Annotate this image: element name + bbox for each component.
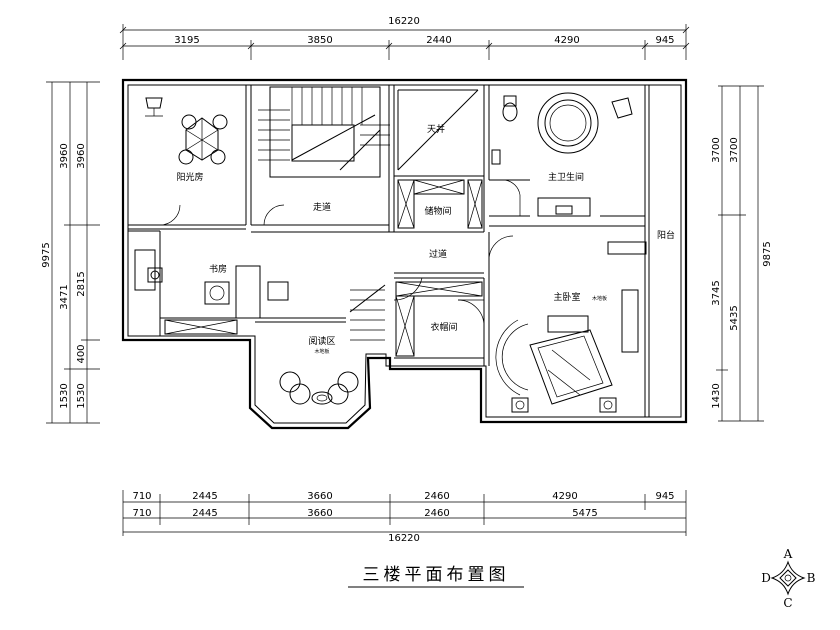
dim-bottom-r2-5: 5475 <box>572 508 597 519</box>
dim-left-outer-3: 1530 <box>59 383 70 408</box>
dim-left-outer-1: 3960 <box>59 143 70 168</box>
dim-top-seg-5: 945 <box>655 35 674 46</box>
reading-room-furniture <box>279 371 359 405</box>
dim-left-inner-4: 1530 <box>76 383 87 408</box>
dim-left-total: 9975 <box>41 242 52 267</box>
dim-bottom-r2-2: 2445 <box>192 508 217 519</box>
dim-right-inner-1: 3700 <box>711 137 722 162</box>
master-bath-fixtures <box>489 92 633 217</box>
study-furniture <box>134 249 289 335</box>
dim-left-inner-2: 2815 <box>76 271 87 296</box>
dim-bottom-r1-4: 2460 <box>424 491 449 502</box>
dim-top-seg-3: 2440 <box>426 35 451 46</box>
top-dimensions: 16220 3195 3850 2440 4290 945 <box>119 16 690 60</box>
room-label-sunroom: 阳光房 <box>176 171 203 183</box>
master-bedroom-furniture <box>488 235 647 413</box>
dim-bottom-r2-1: 710 <box>132 508 151 519</box>
dim-left-inner-3: 400 <box>76 344 87 363</box>
right-dimensions: 9875 3700 5435 3700 3745 1430 <box>711 85 773 422</box>
dim-bottom-r2-4: 2460 <box>424 508 449 519</box>
dim-top-seg-1: 3195 <box>174 35 199 46</box>
dim-right-total: 9875 <box>762 241 773 266</box>
room-label-master-bath: 主卫生间 <box>548 171 584 183</box>
walls <box>121 78 688 430</box>
room-label-master-bedroom: 主卧室 <box>553 291 580 303</box>
left-dimensions: 9975 3960 3471 1530 3960 2815 400 1530 <box>41 81 100 424</box>
dim-left-inner-1: 3960 <box>76 143 87 168</box>
doors <box>159 204 423 301</box>
storage-cabinets <box>397 179 483 229</box>
drawing-title: 三楼平面布置图 <box>363 565 510 585</box>
dim-bottom-r1-6: 945 <box>655 491 674 502</box>
dim-bottom-total: 16220 <box>388 533 420 544</box>
dim-right-outer-1: 3700 <box>729 137 740 162</box>
dim-bottom-r1-2: 2445 <box>192 491 217 502</box>
room-label-study: 书房 <box>209 263 227 275</box>
dim-bottom-r1-3: 3660 <box>307 491 332 502</box>
bottom-dimensions: 710 2445 3660 2460 4290 945 710 2445 366… <box>122 490 687 544</box>
room-label-cloakroom: 衣帽间 <box>430 321 457 333</box>
compass-north: A <box>783 547 793 561</box>
dim-bottom-r2-3: 3660 <box>307 508 332 519</box>
room-label-stair-hall: 走道 <box>313 201 331 213</box>
cloakroom-wardrobes <box>395 281 485 357</box>
compass-south: C <box>783 596 792 610</box>
dim-top-total: 16220 <box>388 16 420 27</box>
room-label-balcony: 阳台 <box>657 229 675 241</box>
dim-right-inner-2: 3745 <box>711 280 722 305</box>
dim-right-outer-2: 5435 <box>729 305 740 330</box>
dim-top-seg-4: 4290 <box>554 35 579 46</box>
staircase <box>258 86 390 341</box>
skywell <box>397 89 479 171</box>
room-label-storage: 储物间 <box>424 205 451 217</box>
dim-bottom-r1-5: 4290 <box>552 491 577 502</box>
compass-east: B <box>807 571 816 585</box>
room-label-corridor: 过道 <box>429 248 447 260</box>
dim-right-inner-3: 1430 <box>711 383 722 408</box>
compass-rose: A B C D <box>761 547 815 610</box>
room-label-reading: 阅读区 <box>308 335 335 347</box>
note-master-bedroom: 木地板 <box>592 295 607 302</box>
dim-bottom-r1-1: 710 <box>132 491 151 502</box>
sunroom-table-set <box>145 97 228 165</box>
room-label-skywell: 天井 <box>427 123 445 135</box>
note-reading-room: 木地板 <box>314 348 329 355</box>
dim-top-seg-2: 3850 <box>307 35 332 46</box>
dim-left-outer-2: 3471 <box>59 284 70 309</box>
compass-west: D <box>761 571 771 585</box>
